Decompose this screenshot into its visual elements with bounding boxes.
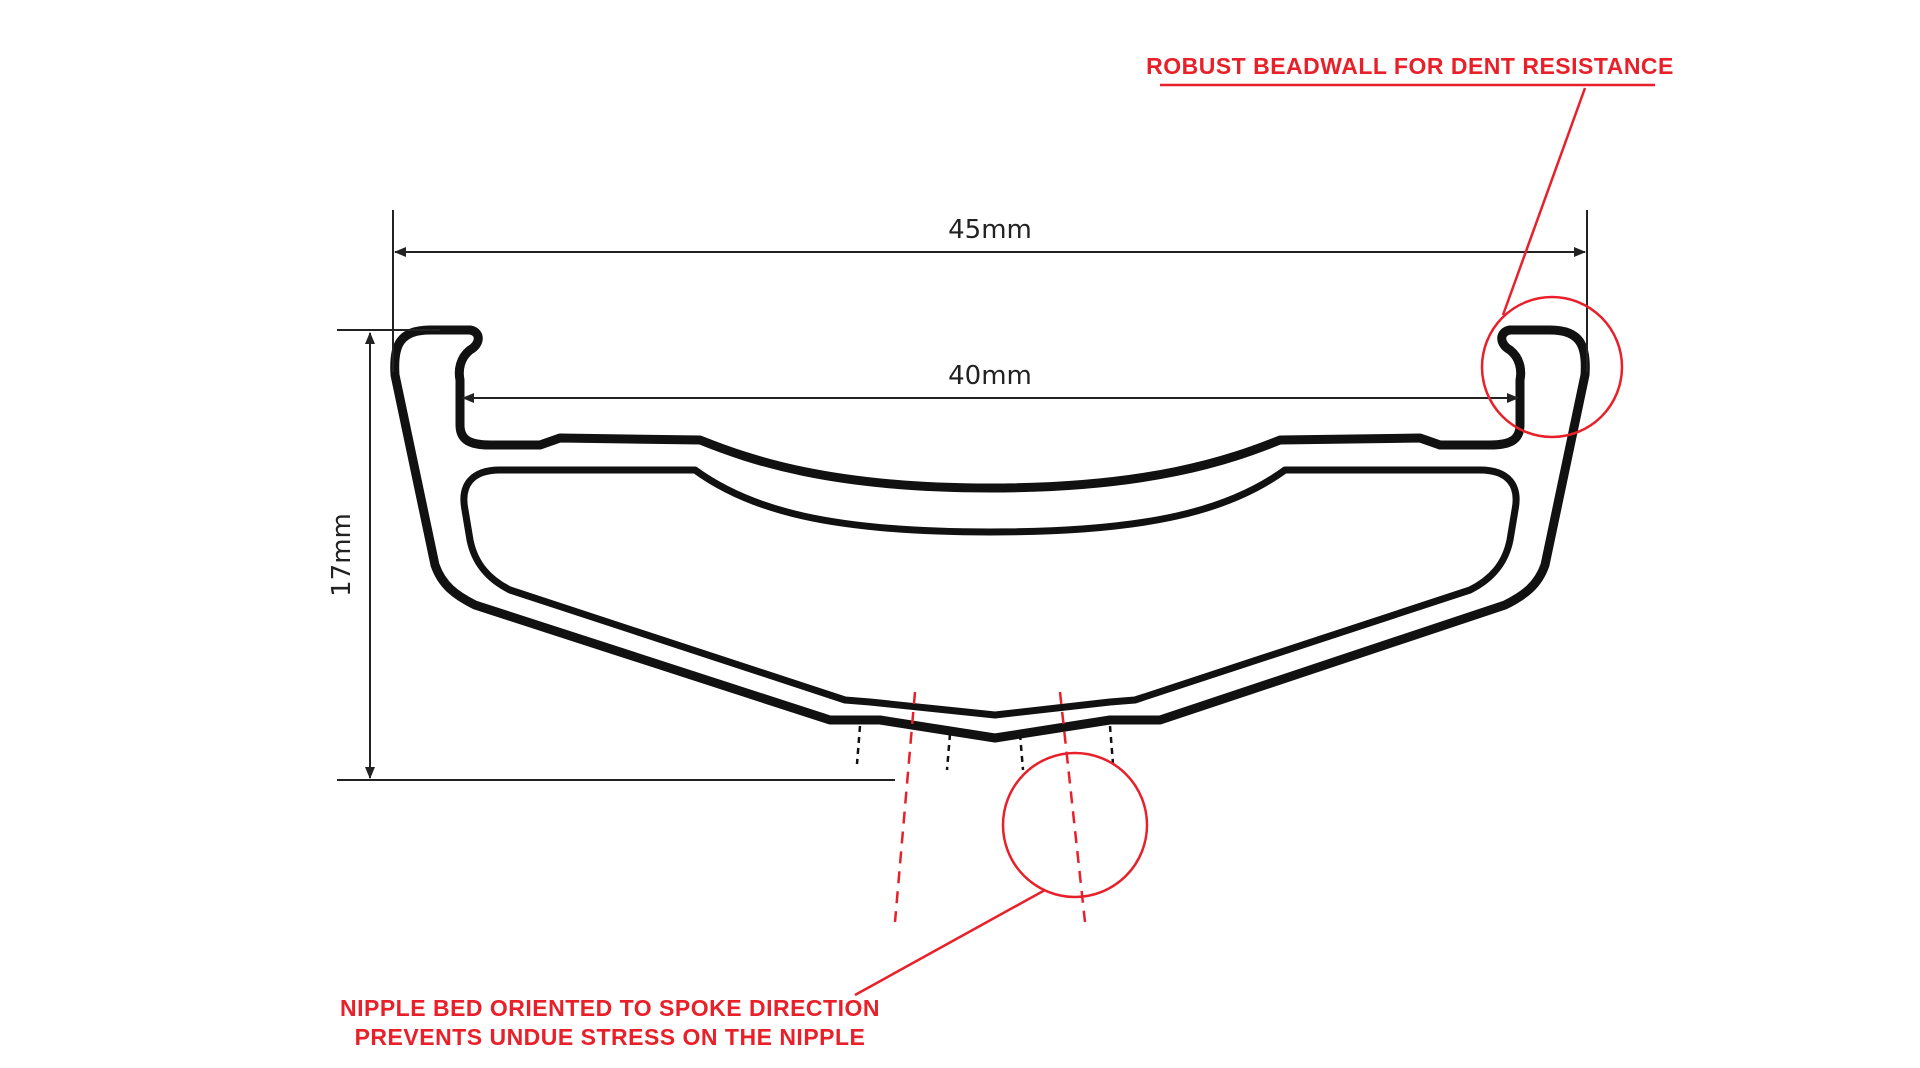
nipple-bed-callout-circle [1001, 751, 1149, 899]
rim-outer-profile [390, 325, 1590, 743]
nipple-bed-callout-line2: PREVENTS UNDUE STRESS ON THE NIPPLE [355, 1024, 866, 1050]
height-label: 17mm [327, 513, 357, 597]
beadwall-callout-circle [1480, 295, 1624, 439]
nipple-bed-mark-3 [1018, 733, 1025, 771]
nipple-bed-callout-leader [854, 888, 1046, 997]
nipple-bed-mark-2 [945, 733, 952, 771]
nipple-bed-callout-line1: NIPPLE BED ORIENTED TO SPOKE DIRECTION [340, 995, 880, 1021]
inner-width-label: 40mm [948, 361, 1032, 391]
nipple-bed-mark-1 [855, 725, 862, 765]
nipple-bed-mark-4 [1108, 725, 1115, 765]
beadwall-callout-text: ROBUST BEADWALL FOR DENT RESISTANCE [1146, 53, 1674, 79]
beadwall-callout-leader [1501, 87, 1587, 316]
outer-width-label: 45mm [948, 215, 1032, 245]
rim-inner-chamber [460, 466, 1520, 719]
